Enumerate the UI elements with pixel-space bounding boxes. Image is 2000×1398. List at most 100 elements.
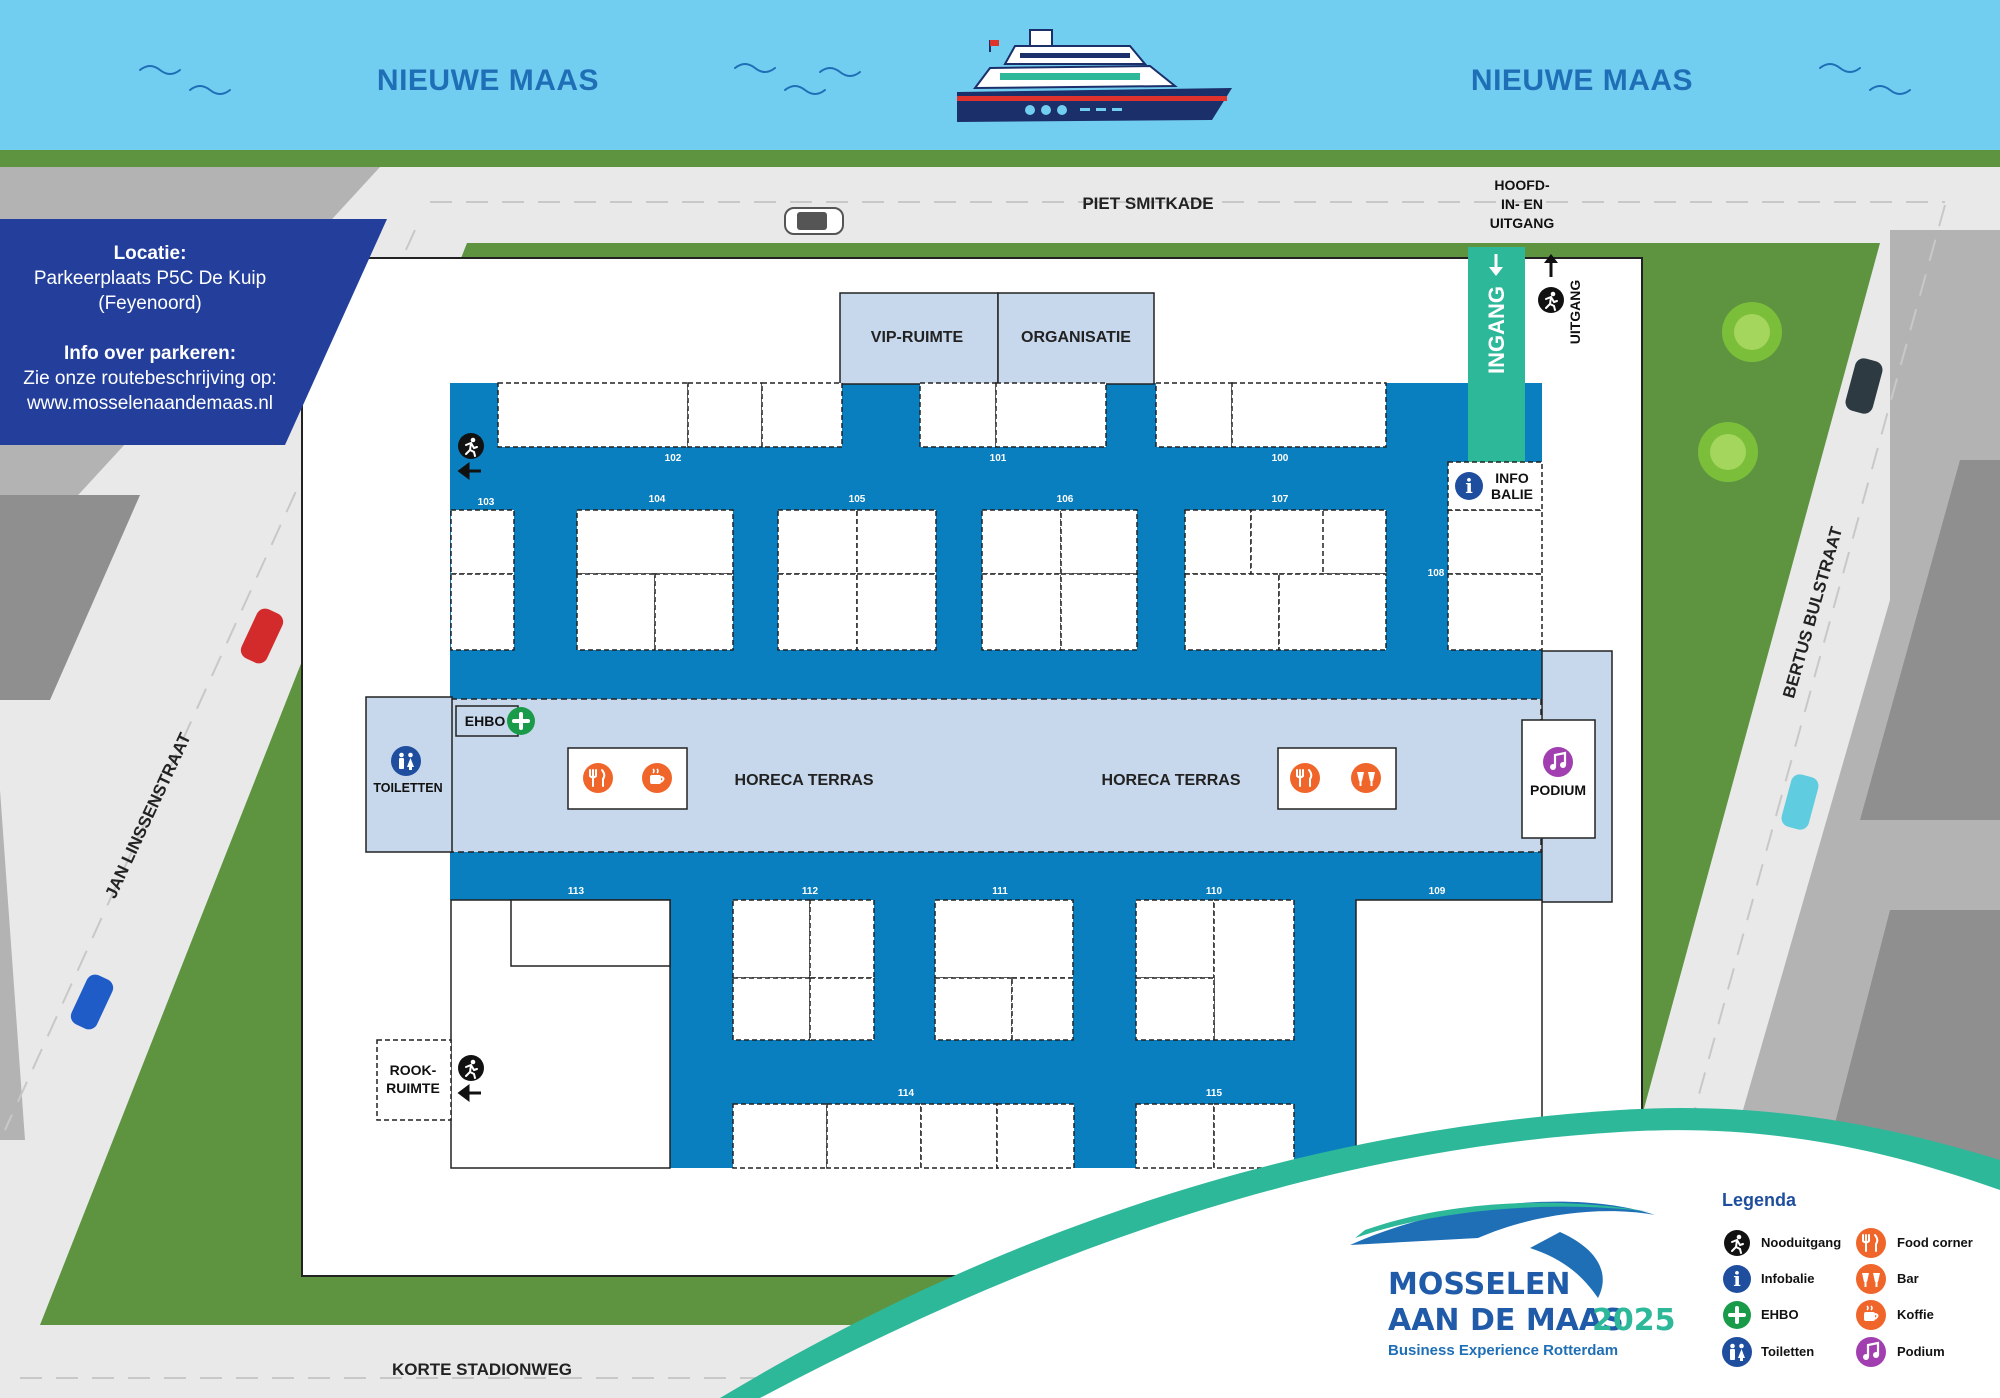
coffee-icon (641, 762, 673, 794)
music-icon (1541, 745, 1575, 779)
stand-number: 106 (1057, 494, 1074, 505)
info-desk-label-1: INFO (1495, 470, 1529, 486)
info-icon (1455, 472, 1483, 500)
stand-number: 103 (478, 497, 495, 508)
stand-number: 107 (1272, 494, 1289, 505)
tree-icon (1698, 302, 1782, 482)
rook-label-2: RUIMTE (386, 1080, 440, 1096)
emergency-exit-icon (1537, 286, 1565, 314)
parking-url[interactable]: www.mosselenaandemaas.nl (26, 393, 274, 414)
street-piet-smitkade: PIET SMITKADE (1082, 194, 1213, 213)
first-aid-icon (1721, 1299, 1753, 1331)
river-label-right: NIEUWE MAAS (1471, 64, 1693, 97)
arrow-down-icon (1489, 254, 1503, 276)
uitgang-label: UITGANG (1567, 280, 1583, 345)
brand-logo-mark (1350, 1201, 1655, 1298)
podium-label: PODIUM (1530, 782, 1586, 798)
block-left-bottom (0, 790, 25, 1140)
stands-upper-block[interactable] (450, 509, 1543, 651)
organisatie-label: ORGANISATIE (1021, 329, 1131, 346)
brand-year: 2025 (1592, 1303, 1676, 1338)
toilet-icon (1722, 1337, 1752, 1367)
stand-number: 104 (649, 494, 666, 505)
stand-number: 114 (898, 1088, 915, 1099)
horeca-terras-right: HORECA TERRAS (1102, 772, 1241, 789)
arrow-left-icon (457, 462, 481, 1102)
legend: Nooduitgang Infobalie EHBO Toiletten Foo… (1721, 1227, 1973, 1369)
stand-number: 101 (990, 453, 1007, 464)
main-entrance-line1: HOOFD- (1494, 177, 1550, 193)
music-icon (1854, 1335, 1888, 1369)
info-icon (1723, 1265, 1751, 1293)
legend-label: Food corner (1897, 1235, 1973, 1250)
legend-label: Podium (1897, 1344, 1945, 1359)
rook-label-1: ROOK- (390, 1062, 437, 1078)
block-left-building (0, 495, 140, 700)
coffee-icon (1855, 1299, 1887, 1331)
boat-icon (957, 29, 1232, 122)
riverbank-grass (0, 150, 2000, 167)
stand-number: 102 (665, 453, 682, 464)
stand-113-inner[interactable] (510, 899, 671, 967)
smoking-area[interactable] (376, 1039, 452, 1121)
legend-label: Nooduitgang (1761, 1235, 1841, 1250)
ehbo-label: EHBO (465, 713, 506, 729)
parking-label: Info over parkeren: (63, 343, 237, 364)
food-corner-icon (1855, 1227, 1887, 1259)
bar-icon (1350, 762, 1382, 794)
toiletten-label: TOILETTEN (373, 781, 442, 795)
food-corner-icon (582, 762, 614, 794)
emergency-exit-icon (457, 432, 485, 460)
stand-number: 115 (1206, 1088, 1223, 1099)
ingang-lane[interactable] (1468, 247, 1525, 462)
location-info: Locatie: Parkeerplaats P5C De Kuip (Feye… (0, 219, 300, 445)
stand-number: 105 (849, 494, 866, 505)
legend-label: Infobalie (1761, 1271, 1814, 1286)
legend-label: EHBO (1761, 1307, 1799, 1322)
stand-number: 100 (1272, 453, 1289, 464)
emergency-exit-icon (1723, 1229, 1751, 1257)
brand-line1: MOSSELEN (1388, 1267, 1570, 1302)
legend-label: Toiletten (1761, 1344, 1814, 1359)
stand-number: 111 (992, 886, 1008, 897)
stands-top-row[interactable] (497, 382, 1387, 448)
main-entrance-line2: IN- EN (1501, 196, 1543, 212)
horeca-terras-left: HORECA TERRAS (735, 772, 874, 789)
brand-tagline: Business Experience Rotterdam (1388, 1342, 1618, 1359)
legend-label: Bar (1897, 1271, 1919, 1286)
stand-number: 112 (802, 886, 819, 897)
food-corner-icon (1289, 762, 1321, 794)
location-line2: (Feyenoord) (98, 293, 202, 314)
brand-wave-white (760, 1130, 2000, 1398)
stands-lower-block[interactable] (732, 899, 1295, 1169)
stand-numbers: 102 101 100 103 104 105 106 107 108 113 … (478, 453, 1446, 1099)
podium-stage[interactable] (1521, 719, 1596, 839)
parking-line1: Zie onze routebeschrijving op: (23, 368, 277, 389)
vip-room[interactable] (839, 292, 999, 385)
legend-title: Legenda (1722, 1190, 1797, 1210)
stand-number: 113 (568, 886, 585, 897)
street-korte-stadionweg: KORTE STADIONWEG (392, 1360, 572, 1379)
block-right-building-1 (1860, 460, 2000, 820)
ingang-label: INGANG (1484, 286, 1509, 374)
bar-icon (1855, 1263, 1887, 1295)
info-box (0, 219, 387, 445)
brand-line2: AAN DE MAAS (1388, 1303, 1624, 1338)
car-icon (70, 207, 1883, 1030)
wave-marks (139, 63, 1911, 95)
toilet-icon (391, 746, 421, 776)
arrow-up-icon (1544, 254, 1558, 277)
vip-label: VIP-RUIMTE (871, 329, 964, 346)
location-label: Locatie: (113, 243, 187, 264)
stand-number: 109 (1429, 886, 1446, 897)
stand-number: 110 (1206, 886, 1223, 897)
info-desk-label-2: BALIE (1491, 486, 1533, 502)
emergency-exit-icon (457, 1054, 485, 1082)
main-entrance-line3: UITGANG (1490, 215, 1555, 231)
location-line1: Parkeerplaats P5C De Kuip (33, 268, 267, 289)
legend-label: Koffie (1897, 1307, 1934, 1322)
stand-number: 108 (1428, 568, 1445, 579)
river-label-left: NIEUWE MAAS (377, 64, 599, 97)
first-aid-icon (505, 705, 537, 737)
